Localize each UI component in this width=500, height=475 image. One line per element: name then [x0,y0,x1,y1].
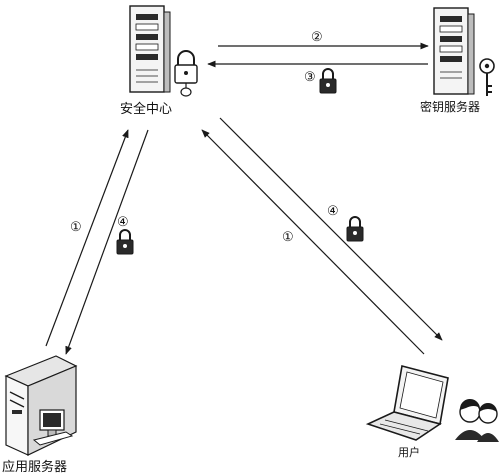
user-step4-marker: ④ [327,204,339,219]
arrow-app-step1 [45,129,129,347]
step2-marker: ② [311,30,323,45]
arrow-user-step4 [219,117,443,341]
user-step1-marker: ① [282,230,294,245]
user-label: 用户 [398,446,420,459]
key-server-icon [433,7,475,95]
user-person-icon [455,398,499,442]
security-center-label: 安全中心 [120,102,173,117]
app-step4-marker: ④ [117,215,129,230]
arrow-user-step1 [201,129,425,355]
lock-icon-step3 [319,68,337,94]
step3-marker: ③ [304,70,316,85]
app-server-icon [4,355,78,456]
app-server-label: 应用服务器 [2,460,68,475]
key-icon [479,58,495,96]
security-center-lock-icon [174,50,198,97]
arrows-group [45,42,443,355]
arrow-app-step4 [65,129,149,355]
app-step1-marker: ① [70,220,82,235]
security-center-server-icon [129,5,171,93]
laptop-icon [365,365,449,441]
lock-icon-app-step4 [116,229,134,255]
lock-icon-user-step4 [346,216,364,242]
key-server-label: 密钥服务器 [420,100,481,114]
